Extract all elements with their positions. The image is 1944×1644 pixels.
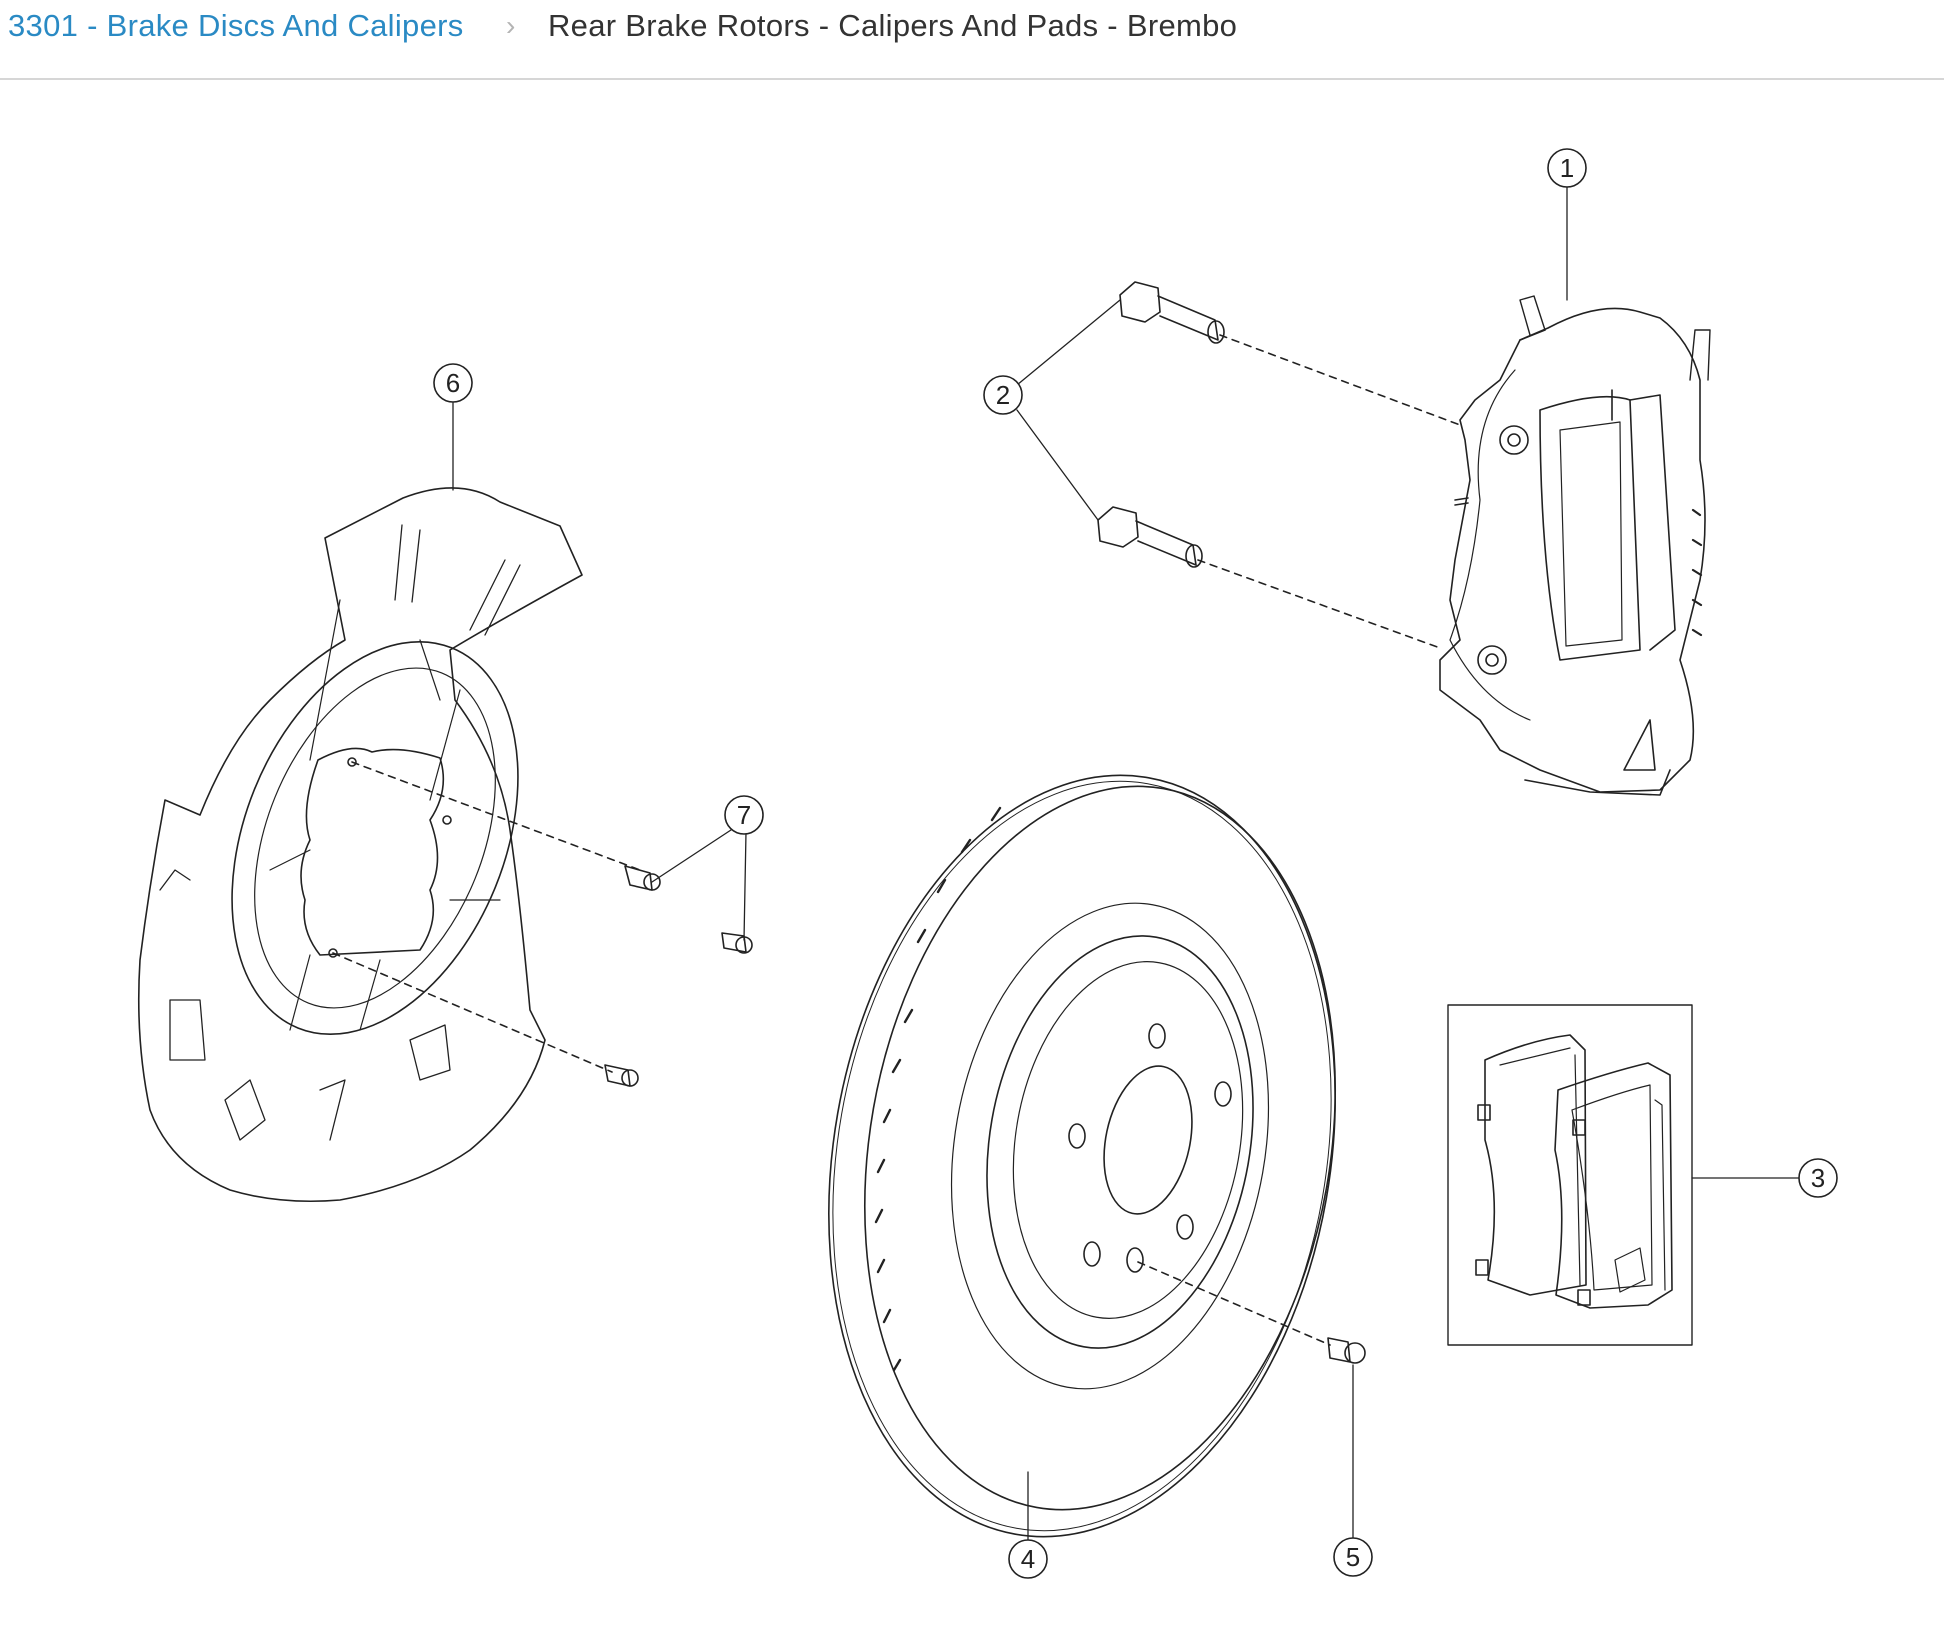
callout-6[interactable]: 6	[433, 363, 473, 403]
callout-7-number: 7	[737, 800, 751, 830]
callout-1[interactable]: 1	[1547, 148, 1587, 188]
exploded-parts-diagram: 1 2 3 4 5 6 7	[137, 148, 1838, 1579]
shield-screws-drawing	[332, 761, 753, 1087]
dust-shield-drawing	[137, 487, 583, 1203]
callout-7[interactable]: 7	[724, 795, 764, 835]
callout-4[interactable]: 4	[1008, 1539, 1048, 1579]
callout-5[interactable]: 5	[1333, 1537, 1373, 1577]
callout-1-number: 1	[1560, 153, 1574, 183]
callout-2[interactable]: 2	[983, 375, 1023, 415]
caliper-bolts-drawing	[1097, 281, 1461, 649]
callout-2-number: 2	[996, 380, 1010, 410]
callout-3-number: 3	[1811, 1163, 1825, 1193]
brake-pads-drawing	[1447, 1004, 1693, 1346]
callout-leader-lines	[452, 186, 1801, 1541]
callout-5-number: 5	[1346, 1542, 1360, 1572]
breadcrumb-separator-icon: ›	[506, 10, 516, 41]
brake-rotor-drawing	[828, 774, 1366, 1538]
caliper-drawing	[1439, 295, 1711, 796]
breadcrumb: 3301 - Brake Discs And Calipers › Rear B…	[0, 0, 1944, 80]
breadcrumb-current-page: Rear Brake Rotors - Calipers And Pads - …	[548, 8, 1238, 43]
callout-3[interactable]: 3	[1798, 1158, 1838, 1198]
callout-4-number: 4	[1021, 1544, 1035, 1574]
callout-6-number: 6	[446, 368, 460, 398]
breadcrumb-parent-link[interactable]: 3301 - Brake Discs And Calipers	[8, 8, 464, 43]
